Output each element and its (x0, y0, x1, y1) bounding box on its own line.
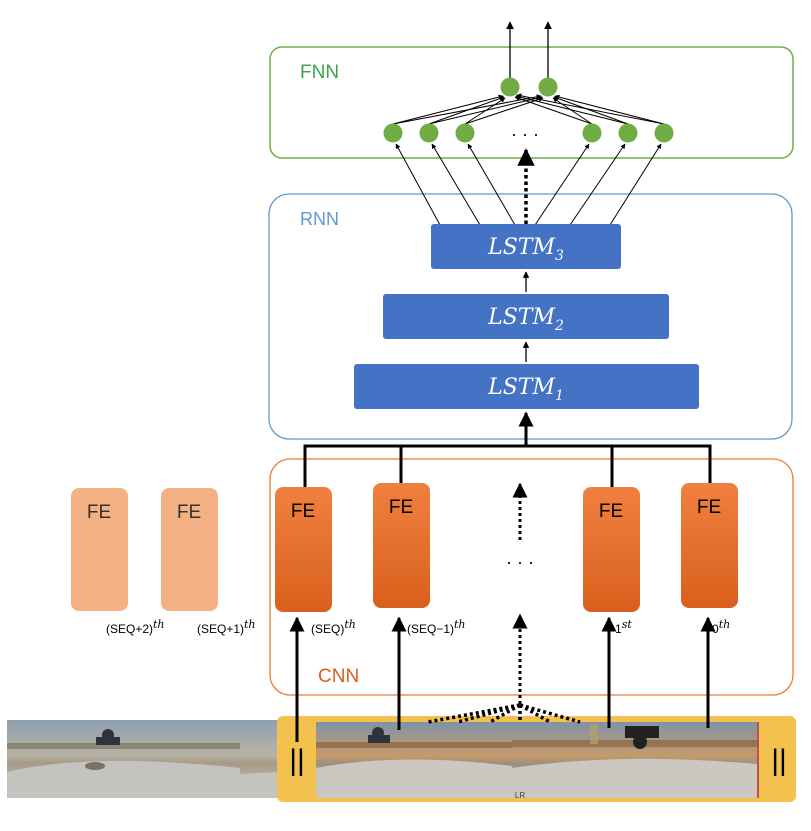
video-strip: || || LR (7, 716, 796, 802)
lstm-1-block: LSTM1 (354, 364, 699, 409)
lstm-2-block: LSTM2 (383, 294, 669, 339)
fe-block-1st: FE (583, 487, 640, 612)
fnn-hidden-node (618, 123, 638, 143)
cnn-ellipsis: · · · (506, 552, 534, 572)
rnn-label: RNN (300, 209, 339, 229)
fnn-output-node (538, 77, 558, 97)
lstm-3-block: LSTM3 (431, 224, 621, 269)
video-frame-outside (240, 720, 278, 798)
fnn-hidden-node (419, 123, 439, 143)
fe-label: FE (291, 501, 315, 522)
cnn-box (269, 458, 794, 696)
fe-label: FE (389, 497, 413, 518)
frame-label-0th: 0th (712, 618, 730, 636)
fnn-output-node (500, 77, 520, 97)
fnn-hidden-node (383, 123, 403, 143)
rnn-box (268, 193, 793, 440)
fnn-output-nodes (500, 77, 558, 97)
film-separator-right: || (771, 744, 787, 777)
fe-label: FE (599, 501, 623, 522)
fe-label: FE (697, 497, 721, 518)
fe-block-seq-minus-1: FE (373, 483, 430, 608)
frame-label-seq-minus-1: (SEQ−1)th (407, 618, 466, 636)
fnn-hidden-node (455, 123, 475, 143)
fnn-ellipsis: · · · (511, 124, 539, 144)
fnn-hidden-to-output-edges (392, 93, 665, 125)
fnn-output-arrows (506, 21, 552, 86)
svg-text:LSTM3: LSTM3 (487, 235, 564, 264)
fe-label: FE (177, 502, 201, 523)
video-frame-0th (512, 722, 759, 798)
svg-text:LSTM1: LSTM1 (487, 375, 564, 404)
lstm-2-label: LSTM (487, 305, 555, 330)
frame-label-seq-plus-2: (SEQ+2)th (106, 618, 165, 636)
fnn-label: FNN (300, 62, 339, 83)
cnn-label: CNN (318, 666, 359, 687)
video-frame-seq-minus-1 (316, 722, 512, 798)
fe-block-0th: FE (681, 483, 738, 608)
fnn-hidden-node (654, 123, 674, 143)
frame-label-seq: (SEQ)th (311, 618, 356, 636)
video-footnote: LR (515, 791, 525, 800)
video-frame-outside (7, 720, 240, 798)
fnn-hidden-nodes (383, 123, 674, 143)
frame-label-1st: 1st (615, 618, 632, 636)
fe-to-lstm-bus (303, 444, 712, 487)
frame-label-seq-plus-1: (SEQ+1)th (197, 618, 256, 636)
film-separator-left: || (289, 744, 305, 777)
lstm-3-label: LSTM (487, 235, 555, 260)
fe-block-seq-plus-2: FE (71, 488, 128, 611)
lstm-2-subscript: 2 (554, 318, 564, 334)
svg-text:LSTM2: LSTM2 (487, 305, 564, 334)
frame-index-labels: (SEQ+2)th (SEQ+1)th (SEQ)th (SEQ−1)th 1s… (106, 618, 730, 636)
lstm-1-subscript: 1 (555, 388, 564, 404)
fnn-hidden-node (582, 123, 602, 143)
lstm-3-subscript: 3 (555, 248, 564, 264)
fe-block-seq: FE (275, 487, 332, 612)
fe-block-seq-plus-1: FE (161, 488, 218, 611)
frame-sampling-fan (427, 703, 581, 724)
lstm-to-fnn-edges (395, 143, 662, 226)
lstm-1-label: LSTM (487, 375, 555, 400)
fe-label: FE (87, 502, 111, 523)
input-arrows (289, 616, 716, 742)
